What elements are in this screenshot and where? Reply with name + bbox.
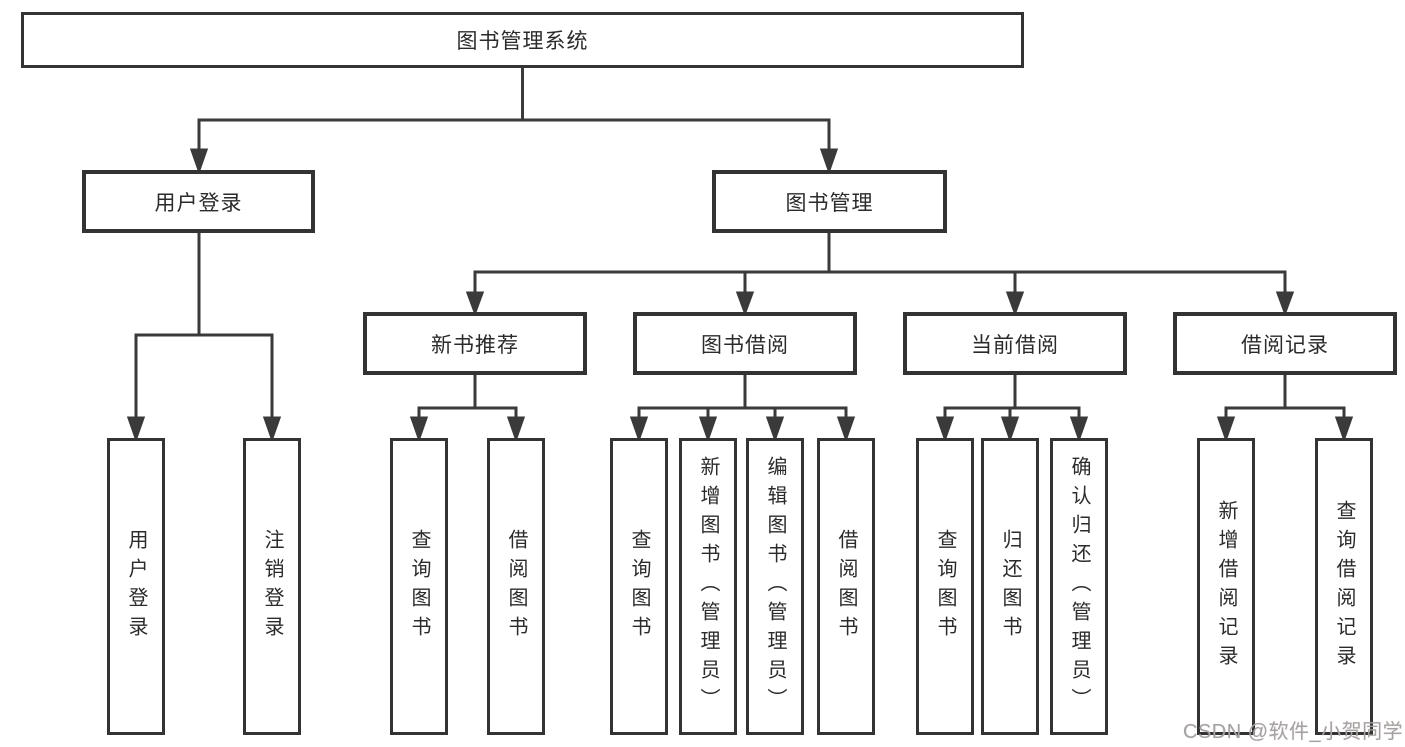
node-borrowing-records-label: 借阅记录 bbox=[1241, 333, 1329, 357]
node-book-borrowing-label: 图书借阅 bbox=[701, 333, 789, 357]
leaf-add-books-admin-label: 新增图书（管理员） bbox=[697, 456, 719, 717]
csdn-watermark: CSDN @软件_小贺同学 bbox=[1183, 721, 1404, 743]
node-current-borrowing-label: 当前借阅 bbox=[971, 333, 1059, 357]
connector-book-management-branch bbox=[465, 233, 1295, 317]
node-book-management: 图书管理 bbox=[712, 170, 947, 233]
node-current-borrowing: 当前借阅 bbox=[903, 312, 1127, 375]
leaf-borrow-books-borrow-label: 借阅图书 bbox=[835, 528, 857, 645]
leaf-borrow-books-recommend: 借阅图书 bbox=[487, 438, 545, 735]
leaf-user-login-label: 用户登录 bbox=[125, 528, 147, 645]
connector-root-branch bbox=[189, 68, 839, 175]
connector-new-book-recommend-branch bbox=[409, 375, 526, 443]
leaf-query-books-current-label: 查询图书 bbox=[934, 528, 956, 645]
leaf-query-borrow-record-label: 查询借阅记录 bbox=[1333, 499, 1355, 674]
leaf-add-borrow-record: 新增借阅记录 bbox=[1197, 438, 1255, 735]
leaf-add-borrow-record-label: 新增借阅记录 bbox=[1215, 499, 1237, 674]
connector-borrowing-records-branch bbox=[1216, 375, 1354, 443]
leaf-query-books-borrow-label: 查询图书 bbox=[628, 528, 650, 645]
leaf-user-login: 用户登录 bbox=[107, 438, 165, 735]
connector-book-borrowing-branch bbox=[629, 375, 856, 443]
connector-user-login-branch bbox=[126, 233, 282, 443]
leaf-logout-login: 注销登录 bbox=[243, 438, 301, 735]
node-user-login-label: 用户登录 bbox=[154, 191, 243, 215]
leaf-borrow-books-borrow: 借阅图书 bbox=[817, 438, 875, 735]
leaf-query-books-recommend: 查询图书 bbox=[390, 438, 448, 735]
connector-current-borrowing-branch bbox=[935, 375, 1089, 443]
node-book-borrowing: 图书借阅 bbox=[633, 312, 857, 375]
leaf-borrow-books-recommend-label: 借阅图书 bbox=[505, 528, 527, 645]
leaf-return-books: 归还图书 bbox=[981, 438, 1039, 735]
node-user-login: 用户登录 bbox=[82, 170, 315, 233]
leaf-logout-login-label: 注销登录 bbox=[261, 528, 283, 645]
node-new-book-recommend: 新书推荐 bbox=[363, 312, 587, 375]
leaf-edit-books-admin: 编辑图书（管理员） bbox=[746, 438, 804, 735]
leaf-add-books-admin: 新增图书（管理员） bbox=[679, 438, 737, 735]
leaf-query-books-borrow: 查询图书 bbox=[610, 438, 668, 735]
node-root: 图书管理系统 bbox=[21, 12, 1024, 68]
leaf-query-books-recommend-label: 查询图书 bbox=[408, 528, 430, 645]
leaf-confirm-return-admin: 确认归还（管理员） bbox=[1050, 438, 1108, 735]
leaf-confirm-return-admin-label: 确认归还（管理员） bbox=[1068, 456, 1090, 717]
node-book-management-label: 图书管理 bbox=[785, 191, 874, 215]
node-root-label: 图书管理系统 bbox=[456, 30, 589, 53]
leaf-return-books-label: 归还图书 bbox=[999, 528, 1021, 645]
leaf-edit-books-admin-label: 编辑图书（管理员） bbox=[764, 456, 786, 717]
node-borrowing-records: 借阅记录 bbox=[1173, 312, 1397, 375]
node-new-book-recommend-label: 新书推荐 bbox=[431, 333, 519, 357]
leaf-query-borrow-record: 查询借阅记录 bbox=[1315, 438, 1373, 735]
leaf-query-books-current: 查询图书 bbox=[916, 438, 974, 735]
